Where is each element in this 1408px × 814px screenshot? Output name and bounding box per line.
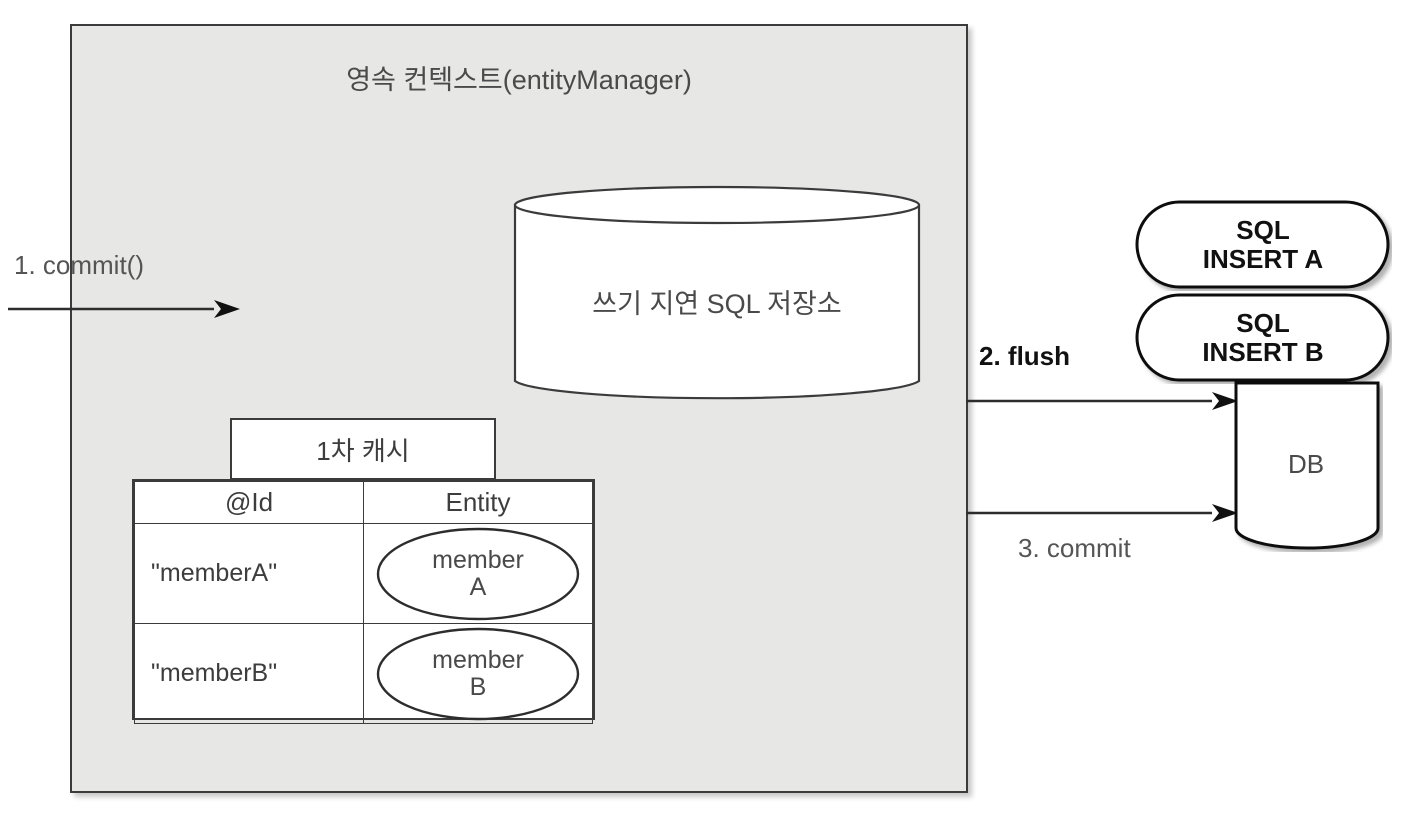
entity-name-line2: A (469, 572, 487, 601)
entity-name-line2: B (469, 672, 487, 701)
cell-entity-member-a: member A (363, 523, 593, 624)
commit-label: 3. commit (1018, 533, 1131, 563)
commit-call-label: 1. commit() (14, 250, 144, 280)
column-header-entity: Entity (363, 481, 593, 524)
sql-insert-b-line2: INSERT B (1202, 337, 1324, 367)
sql-store-cylinder-icon (513, 185, 921, 401)
persistence-context-title: 영속 컨텍스트(entityManager) (346, 65, 692, 95)
sql-insert-a-line2: INSERT A (1202, 244, 1324, 274)
table-row: "memberA" member A (134, 523, 593, 624)
cell-id-member-a: "memberA" (134, 523, 364, 624)
sql-insert-b-pill: SQL INSERT B (1134, 292, 1392, 384)
table-header-row: @Id Entity (134, 481, 593, 524)
commit-arrow-icon (966, 500, 1238, 526)
entity-name-line1: member (432, 645, 524, 674)
database-cylinder-icon (1233, 380, 1383, 552)
flush-arrow-icon (966, 388, 1238, 414)
sql-store-label: 쓰기 지연 SQL 저장소 (592, 289, 842, 319)
column-header-id: @Id (134, 481, 364, 524)
entity-name-line1: member (432, 545, 524, 574)
entity-ellipse-icon: member A (376, 527, 580, 621)
database-label: DB (1287, 449, 1325, 479)
flush-label: 2. flush (979, 341, 1071, 371)
cell-id-member-b: "memberB" (134, 623, 364, 724)
first-level-cache-table: @Id Entity "memberA" member A (132, 479, 595, 724)
commit-call-arrow-icon (8, 296, 240, 322)
sql-insert-b-line1: SQL (1236, 307, 1290, 338)
cell-entity-member-b: member B (363, 623, 593, 724)
sql-insert-a-pill: SQL INSERT A (1134, 199, 1392, 291)
table-row: "memberB" member B (134, 623, 593, 724)
first-level-cache-tab-label: 1차 캐시 (230, 418, 496, 480)
entity-ellipse-icon: member B (376, 627, 580, 721)
sql-insert-a-line1: SQL (1236, 214, 1290, 245)
